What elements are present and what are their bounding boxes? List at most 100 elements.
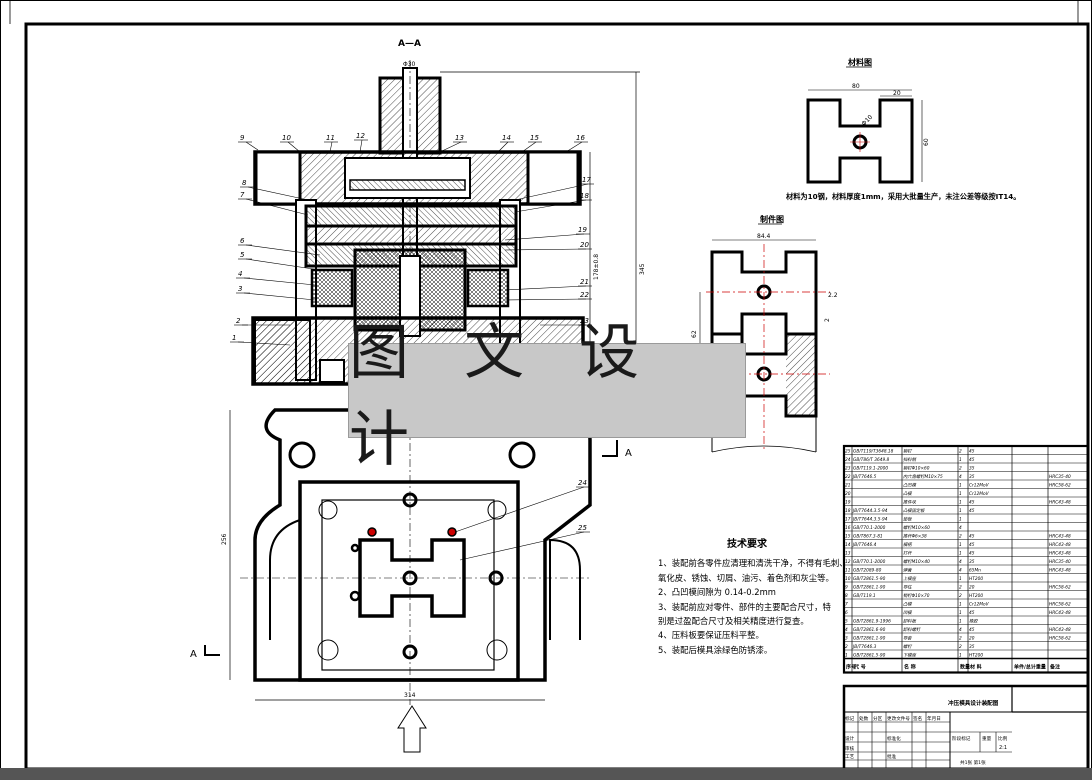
bom-cell: 螺钉M10×40 <box>903 559 930 565</box>
bom-cell: 21 <box>845 483 851 489</box>
callout-label: 2 <box>236 317 241 325</box>
watermark: 图 文 设 计 <box>348 318 746 475</box>
bom-cell: GB/T2861.5-90 <box>853 653 886 659</box>
bom-cell: 1 <box>959 508 962 514</box>
callout-leader <box>504 298 587 301</box>
material-note: 材料为10钢，材料厚度1mm，采用大批量生产，未注公差等级按IT14。 <box>785 192 1020 201</box>
svg-text:工艺: 工艺 <box>845 754 855 760</box>
svg-text:处数: 处数 <box>859 715 869 722</box>
bom-cell: 1 <box>845 653 848 659</box>
callout-leader <box>287 141 301 153</box>
bom-cell: 22 <box>845 474 851 480</box>
svg-text:年月日: 年月日 <box>927 715 941 722</box>
bom-cell: 卸料螺钉 <box>903 627 921 633</box>
bom-cell: 45 <box>969 508 975 514</box>
bom-cell: GB/T867.3-81 <box>853 534 883 540</box>
bom-cell: 1 <box>959 653 962 659</box>
svg-text:比例: 比例 <box>998 735 1008 742</box>
bom-header-cell: 代 号 <box>853 664 866 671</box>
bom-cell: 销钉 <box>903 449 912 455</box>
svg-text:84.4: 84.4 <box>757 233 771 240</box>
bom-cell: HRC43-48 <box>1049 610 1071 616</box>
bom-cell: 10 <box>845 576 851 582</box>
callout-label: 5 <box>240 251 245 259</box>
bom-header-cell: 单件/总计重量 <box>1014 664 1046 671</box>
bom-cell: 1 <box>959 551 962 557</box>
svg-text:2:1: 2:1 <box>999 745 1007 751</box>
callout-leader <box>504 248 587 251</box>
bom-cell: 5 <box>845 619 848 625</box>
callout-label: 15 <box>530 134 539 142</box>
callout-label: 3 <box>238 285 242 293</box>
callout-label: 20 <box>580 241 589 249</box>
svg-text:材料图: 材料图 <box>848 57 872 67</box>
blank-drawing: 材料图 80 20 60 Φ10 材料为10钢，材料厚度1mm，采用大批量生产，… <box>785 57 1020 201</box>
bom-cell: 下模座 <box>903 653 917 659</box>
callout-leader <box>439 141 462 153</box>
bom-cell: 14 <box>845 542 851 548</box>
bom-cell: 挡料销 <box>903 457 917 463</box>
bom-cell: JB/T7646.3 <box>852 644 877 650</box>
requirement-line: 氧化皮、锈蚀、切屑、油污、着色剂和灰尘等。 <box>658 572 834 583</box>
callout-label: 9 <box>240 134 245 142</box>
requirements-title: 技术要求 <box>727 539 767 550</box>
bom-border <box>842 444 1090 674</box>
callout-leader <box>504 285 587 291</box>
callout-leader <box>243 292 316 301</box>
svg-text:20: 20 <box>893 90 901 97</box>
bom-cell: 6 <box>845 610 848 616</box>
svg-text:签名: 签名 <box>913 715 922 722</box>
svg-text:审核: 审核 <box>845 745 855 752</box>
bom-cell: JB/T7646.4 <box>852 542 877 548</box>
callout-label: 1 <box>232 334 236 342</box>
bom-cell: 2 <box>959 644 962 650</box>
bom-header-cell: 备注 <box>1049 664 1060 671</box>
svg-text:更改文件号: 更改文件号 <box>887 715 910 722</box>
bom-cell: 销钉Φ10×70 <box>903 593 930 599</box>
bom-cell: HT200 <box>969 653 983 659</box>
bom-cell: Cr12MoV <box>969 491 990 497</box>
bom-cell: 卸料板 <box>903 619 917 625</box>
bom-cell: GB/T2861.1-90 <box>853 636 886 642</box>
bom-cell: GB/T119.1-2000 <box>853 466 888 472</box>
bom-cell: 9 <box>845 585 848 591</box>
bom-cell: HRC58-62 <box>1049 483 1071 489</box>
bom-cell: 1 <box>959 500 962 506</box>
svg-text:62: 62 <box>691 330 698 338</box>
callout-leader <box>454 486 585 533</box>
bom-cell: HRC43-48 <box>1049 568 1071 574</box>
bom-cell: 凹模 <box>903 610 912 616</box>
callout-leader <box>514 183 589 201</box>
bom-cell: HT200 <box>969 576 983 582</box>
requirement-line: 3、装配前应对零件、部件的主要配合尺寸，特 <box>658 601 831 612</box>
bom-cell: 橡胶 <box>969 619 978 625</box>
svg-text:345: 345 <box>639 263 646 275</box>
bom-cell: GB/T119/T3648.18 <box>853 449 894 455</box>
bom-cell: Cr12MoV <box>969 483 990 489</box>
bom-cell: 20 <box>969 585 975 591</box>
svg-text:60: 60 <box>923 138 930 146</box>
svg-text:Φ30: Φ30 <box>403 61 416 68</box>
bom-cell: 导套 <box>903 636 912 642</box>
requirement-line: 5、装配后模具涂绿色防锈漆。 <box>658 644 773 655</box>
callout-leader <box>245 141 259 151</box>
bom-cell: JB/T7644.3.5-94 <box>852 517 888 523</box>
callout-label: 23 <box>580 317 589 325</box>
callout-label: 12 <box>356 132 365 140</box>
bom-header-cell: 材 料 <box>970 664 982 671</box>
bom-cell: 1 <box>959 483 962 489</box>
callout-leader <box>329 141 333 153</box>
bottom-scrollbar[interactable] <box>0 768 1092 780</box>
bom-cell: 1 <box>959 610 962 616</box>
bom-cell: 4 <box>959 559 962 565</box>
callout-label: 22 <box>580 291 589 299</box>
svg-text:重量: 重量 <box>982 735 992 742</box>
callout-label: 4 <box>238 270 242 278</box>
bom-cell: 45 <box>969 627 975 633</box>
bom-cell: 2 <box>959 534 962 540</box>
bom-cell: 1 <box>959 457 962 463</box>
bom-cell: GB/T2861.5-90 <box>853 576 886 582</box>
callout-leader <box>243 277 316 286</box>
section-marker-right: A <box>625 448 632 459</box>
